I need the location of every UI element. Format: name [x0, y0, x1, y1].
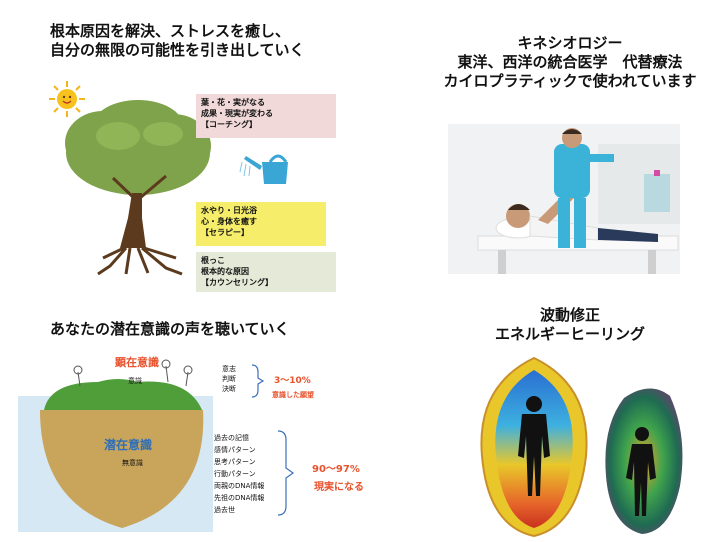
fruit-box-line1: 葉・花・実がなる: [201, 98, 265, 107]
subconscious-item: 先祖のDNA情報: [214, 494, 265, 502]
kinesiology-heading-line3: カイロプラティックで使われています: [443, 72, 697, 90]
subconscious-item: 両親のDNA情報: [214, 482, 265, 490]
subconscious-label: 潜在意識: [104, 438, 153, 452]
water-box-line1: 水やり・日光浴: [201, 206, 257, 215]
conscious-label: 顕在意識: [115, 356, 159, 369]
tree-heading-line2: 自分の無限の可能性を引き出していく: [50, 41, 305, 59]
subconscious-item: 感情パターン: [214, 446, 256, 454]
kinesiology-heading: キネシオロジー 東洋、西洋の統合医学 代替療法 カイロプラティックで使われていま…: [420, 34, 720, 91]
subconscious-sub: 無意識: [122, 459, 143, 467]
subconscious-item: 行動パターン: [214, 470, 256, 478]
energy-aura-illustration: [480, 356, 683, 538]
water-box: 水やり・日光浴 心・身体を癒す 【セラピー】: [196, 202, 326, 246]
conscious-note: 意識した願望: [272, 391, 314, 399]
kinesiology-heading-line2: 東洋、西洋の統合医学 代替療法: [457, 53, 683, 71]
subconscious-item: 過去世: [214, 506, 235, 514]
watering-can-icon: [239, 154, 288, 184]
conscious-item: 決断: [222, 385, 236, 393]
root-box: 根っこ 根本的な原因 【カウンセリング】: [196, 252, 336, 292]
conscious-sub: 意識: [128, 377, 142, 385]
root-box-line2: 根本的な原因: [201, 267, 249, 276]
conscious-item: 意志: [222, 365, 236, 373]
root-box-line1: 根っこ: [201, 256, 225, 265]
subconscious-pct: 90〜97%: [312, 464, 360, 475]
tree-heading: 根本原因を解決、ストレスを癒し、 自分の無限の可能性を引き出していく: [50, 22, 305, 60]
subconscious-bracket: [277, 430, 295, 516]
fruit-box-line3: 【コーチング】: [201, 120, 257, 129]
conscious-pct: 3〜10%: [274, 376, 311, 386]
energy-heading: 波動修正 エネルギーヒーリング: [430, 306, 710, 344]
fruit-box: 葉・花・実がなる 成果・現実が変わる 【コーチング】: [196, 94, 336, 138]
sun-icon: [49, 81, 85, 117]
kinesiology-heading-line1: キネシオロジー: [517, 34, 623, 52]
subconscious-note: 現実になる: [314, 482, 364, 493]
conscious-bracket: [251, 364, 265, 398]
energy-heading-line1: 波動修正: [539, 306, 600, 324]
subconscious-item: 過去の記憶: [214, 434, 249, 442]
subconscious-item: 思考パターン: [214, 458, 256, 466]
tree-illustration: [65, 100, 211, 276]
conscious-items: 意志 判断 決断: [222, 364, 236, 394]
fruit-box-line2: 成果・現実が変わる: [201, 109, 273, 118]
water-box-line2: 心・身体を癒す: [201, 217, 257, 226]
kinesiology-photo: [448, 124, 680, 274]
conscious-item: 判断: [222, 375, 236, 383]
root-box-line3: 【カウンセリング】: [201, 278, 273, 287]
tree-heading-line1: 根本原因を解決、ストレスを癒し、: [50, 22, 291, 40]
energy-heading-line2: エネルギーヒーリング: [494, 325, 645, 343]
subconscious-heading: あなたの潜在意識の声を聴いていく: [50, 320, 290, 338]
iceberg-illustration: [18, 359, 213, 532]
water-box-line3: 【セラピー】: [201, 228, 249, 237]
subconscious-items: 過去の記憶 感情パターン 思考パターン 行動パターン 両親のDNA情報 先祖のD…: [214, 432, 264, 516]
